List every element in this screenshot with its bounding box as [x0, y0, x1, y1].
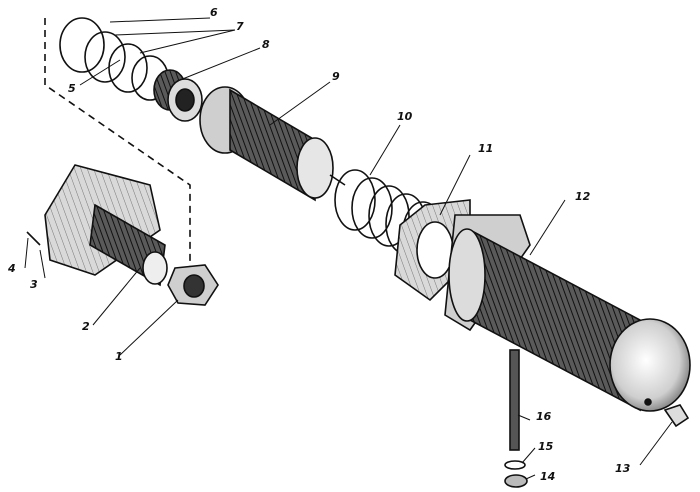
label-11: 11 — [478, 142, 493, 155]
label-4: 4 — [7, 262, 16, 275]
leader-lines — [24, 17, 673, 480]
part-labels: 1 2 3 4 5 6 7 8 9 10 11 12 13 14 15 16 — [7, 6, 631, 483]
label-8: 8 — [262, 38, 270, 51]
label-3: 3 — [30, 278, 38, 291]
bushing — [153, 69, 203, 122]
label-7: 7 — [236, 20, 244, 33]
flange-assembly — [26, 164, 219, 306]
mounting-rod — [509, 349, 520, 451]
label-14: 14 — [540, 470, 555, 483]
label-12: 12 — [575, 190, 591, 203]
end-bolt — [663, 404, 690, 428]
housing-cylinder — [444, 214, 691, 412]
label-15: 15 — [538, 440, 554, 453]
washer-and-nut — [504, 460, 528, 488]
label-10: 10 — [397, 110, 413, 123]
label-13: 13 — [615, 462, 631, 475]
label-2: 2 — [82, 320, 90, 333]
ring-set — [59, 17, 169, 101]
label-16: 16 — [536, 410, 552, 423]
label-5: 5 — [68, 82, 76, 95]
label-1: 1 — [115, 350, 123, 363]
label-9: 9 — [332, 70, 340, 83]
label-6: 6 — [210, 6, 218, 19]
inner-cylinder — [199, 86, 346, 202]
